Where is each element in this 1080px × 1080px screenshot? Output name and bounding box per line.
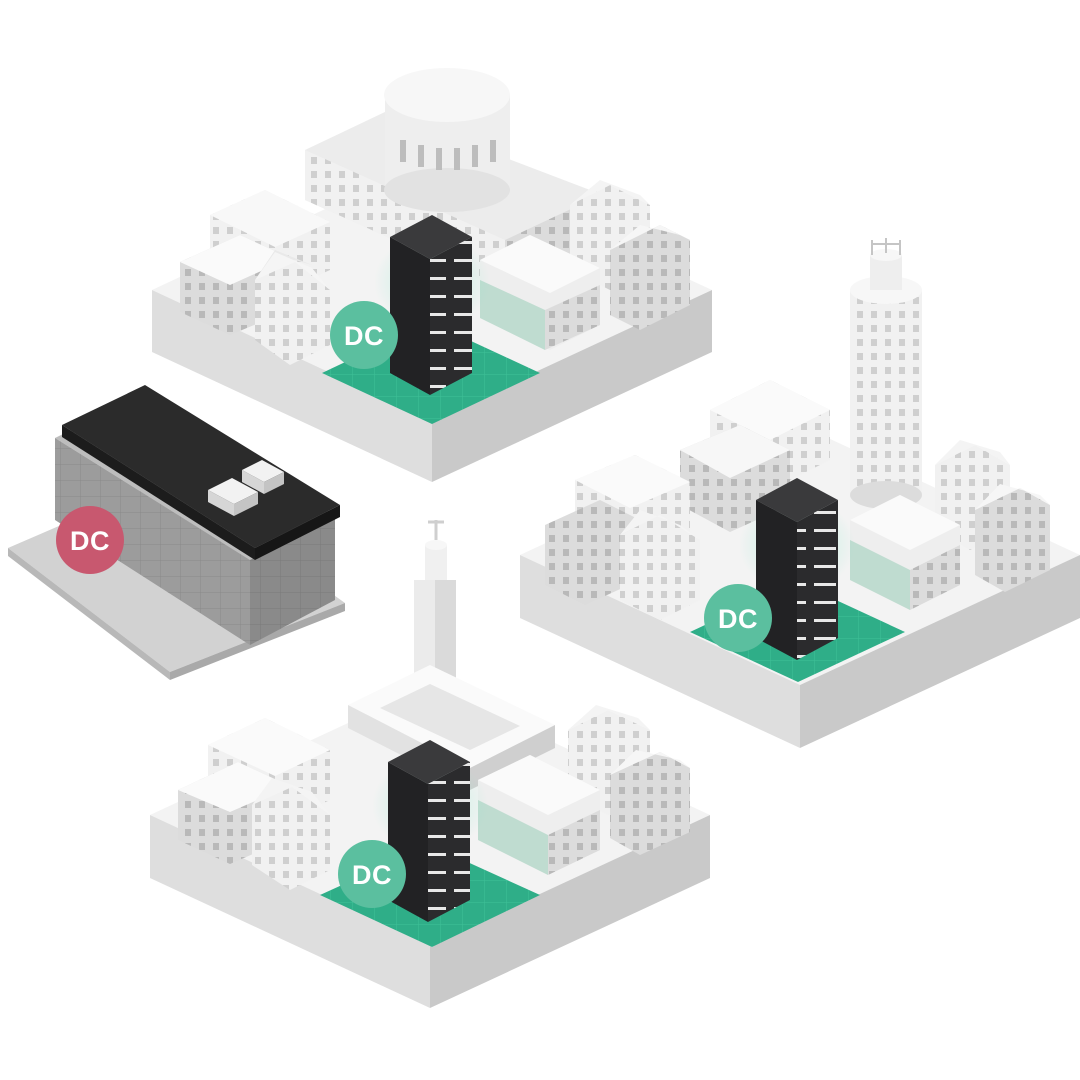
base-left-side <box>152 290 432 482</box>
round-tower <box>850 238 922 509</box>
server-tower-icon <box>388 740 470 922</box>
dc-label-top: DC <box>344 321 384 351</box>
dc-badge-bottom: DC <box>338 840 406 908</box>
server-tower-icon <box>390 215 472 395</box>
dc-label-right: DC <box>718 604 758 634</box>
base-right-side <box>432 290 712 482</box>
city-block-right: DC <box>520 238 1080 748</box>
dc-badge-left: DC <box>56 506 124 574</box>
rooftop-units <box>208 460 284 516</box>
dc-badge-top: DC <box>330 301 398 369</box>
right-buildings <box>480 180 690 350</box>
right-houses <box>850 440 1050 610</box>
standalone-datacenter-icon: DC <box>8 385 345 680</box>
right-buildings <box>478 705 690 875</box>
gabled-house <box>255 250 330 365</box>
left-buildings <box>545 455 700 620</box>
dc-label-bottom: DC <box>352 860 392 890</box>
city-block-bottom: DC <box>150 520 710 1008</box>
city-block-top: DC <box>152 68 712 482</box>
left-buildings <box>178 718 330 890</box>
dc-badge-right: DC <box>704 584 772 652</box>
dc-label-left: DC <box>70 526 110 556</box>
